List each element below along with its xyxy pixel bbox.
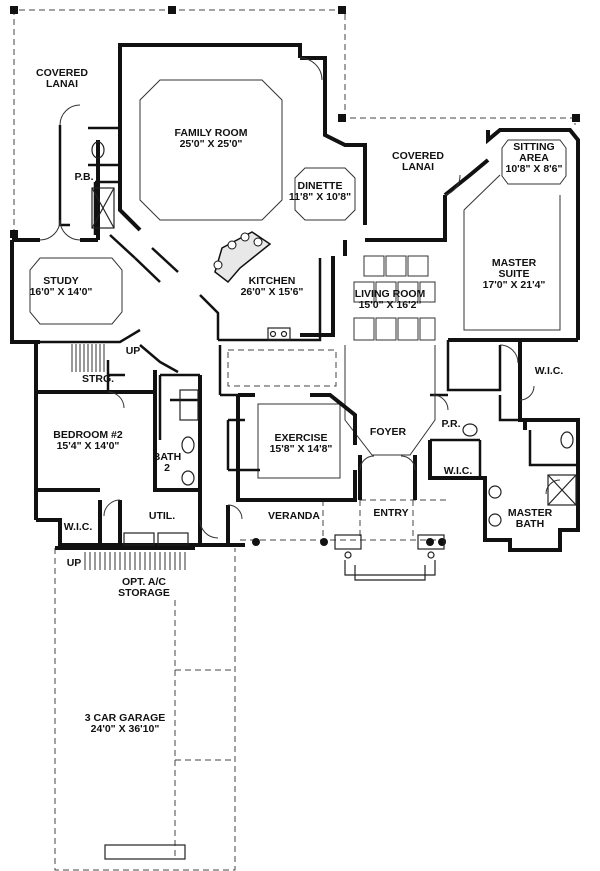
room-label-up-stair: UP [126, 345, 141, 357]
entry-steps [104, 534, 445, 860]
room-label-covered-lanai-right-line-1: COVERED [392, 150, 444, 162]
room-dims-exercise: 15'8" X 14'8" [270, 443, 333, 455]
room-label-storage: STRG. [82, 373, 114, 385]
room-label-family-room: FAMILY ROOM [175, 127, 248, 139]
fixtures [91, 141, 577, 546]
room-dims-living-room: 15'0" X 16'2" [359, 299, 422, 311]
room-label-wic-bed2: W.I.C. [64, 521, 93, 533]
room-label-garage: 3 CAR GARAGE [85, 712, 166, 724]
interior-walls [40, 125, 578, 478]
room-label-covered-lanai-left-line-1: COVERED [36, 67, 88, 79]
room-label-master-suite-line-2: SUITE [499, 268, 530, 280]
room-label-living-room: LIVING ROOM [355, 288, 426, 300]
door-swings [39, 57, 561, 539]
room-label-foyer: FOYER [370, 426, 407, 438]
stairs [71, 344, 186, 570]
room-label-covered-lanai-right-line-2: LANAI [402, 161, 434, 173]
ceiling-outlines [29, 79, 567, 479]
room-label-sitting-area-line-1: SITTING [513, 141, 554, 153]
room-label-sitting-area-line-2: AREA [519, 152, 549, 164]
room-label-entry: ENTRY [373, 507, 408, 519]
room-label-up-garage: UP [67, 557, 82, 569]
room-dims-kitchen: 26'0" X 15'6" [241, 286, 304, 298]
room-dims-family-room: 25'0" X 25'0" [180, 138, 243, 150]
room-label-master-suite-line-1: MASTER [492, 257, 537, 269]
room-label-exercise: EXERCISE [274, 432, 327, 444]
room-label-covered-lanai-left-line-2: LANAI [46, 78, 78, 90]
room-dims-sitting-area: 10'8" X 8'6" [506, 163, 563, 175]
room-dims-master-suite: 17'0" X 21'4" [483, 279, 546, 291]
room-label-utility: UTIL. [149, 510, 175, 522]
room-dims-dinette: 11'8" X 10'8" [289, 191, 351, 203]
room-dims-study: 16'0" X 14'0" [30, 286, 93, 298]
room-dims-garage: 24'0" X 36'10" [91, 723, 160, 735]
room-label-dinette: DINETTE [298, 180, 343, 192]
room-label-study: STUDY [43, 275, 79, 287]
room-label-bedroom2: BEDROOM #2 [53, 429, 123, 441]
room-label-master-bath-line-1: MASTER [508, 507, 553, 519]
room-label-veranda: VERANDA [268, 510, 320, 522]
room-label-wic-center: W.I.C. [444, 465, 473, 477]
room-label-ac-storage-line-1: OPT. A/C [122, 576, 166, 588]
kitchen-island [213, 231, 272, 284]
room-label-master-wic: W.I.C. [535, 365, 564, 377]
room-label-powder-bath-pb: P.B. [74, 171, 93, 183]
room-label-bath2-line-2: 2 [164, 462, 170, 474]
room-label-master-bath-line-2: BATH [516, 518, 544, 530]
room-label-bath2-line-1: BATH [153, 451, 181, 463]
room-dims-bedroom2: 15'4" X 14'0" [57, 440, 120, 452]
room-label-powder-room-pr: P.R. [441, 418, 460, 430]
exterior-walls [10, 43, 580, 552]
room-label-ac-storage-line-2: STORAGE [118, 587, 170, 599]
room-label-kitchen: KITCHEN [249, 275, 296, 287]
